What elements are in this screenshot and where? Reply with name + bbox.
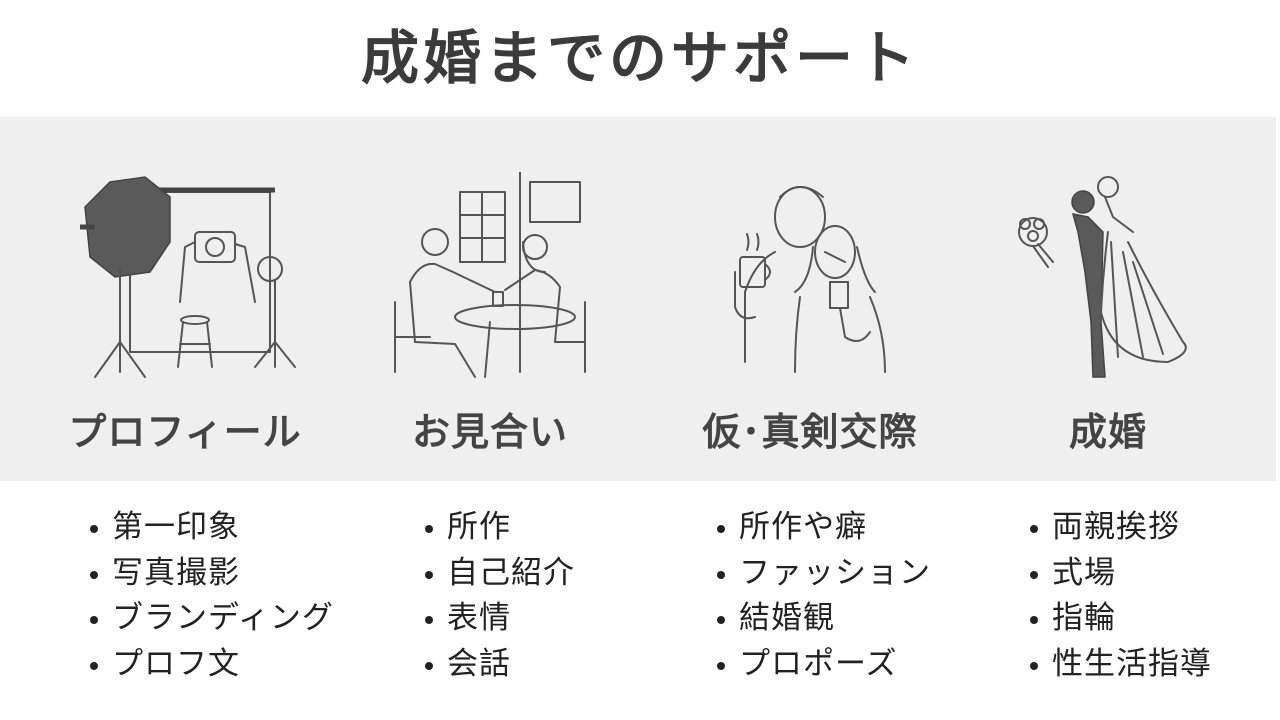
step-omiai: お見合い <box>340 117 640 481</box>
step-label-marriage: 成婚 <box>1068 410 1147 454</box>
step-label-profile: プロフィール <box>68 410 302 454</box>
couple-icon <box>734 186 886 373</box>
list-item: プロフ文 <box>86 642 334 688</box>
list-item: 式場 <box>1026 551 1212 597</box>
list-item: ファッション <box>713 551 931 597</box>
cafe-meeting-icon <box>394 172 586 378</box>
list-item: ブランディング <box>86 596 334 642</box>
step-profile: プロフィール <box>35 117 335 481</box>
list-dating: 所作や癖 ファッション 結婚観 プロポーズ <box>713 505 931 687</box>
list-item: 所作 <box>421 505 575 551</box>
list-marriage: 両親挨拶 式場 指輪 性生活指導 <box>1026 505 1212 687</box>
photo-studio-icon <box>80 176 296 378</box>
list-omiai: 所作 自己紹介 表情 会話 <box>421 505 575 687</box>
list-item: 第一印象 <box>86 505 334 551</box>
list-item: 所作や癖 <box>713 505 931 551</box>
steps-band: プロフィール お <box>0 117 1276 481</box>
list-item: 表情 <box>421 596 575 642</box>
step-marriage: 成婚 <box>958 117 1258 481</box>
list-item: 会話 <box>421 642 575 688</box>
list-profile: 第一印象 写真撮影 ブランディング プロフ文 <box>86 505 334 687</box>
list-item: 指輪 <box>1026 596 1212 642</box>
list-item: プロポーズ <box>713 642 931 688</box>
list-item: 写真撮影 <box>86 551 334 597</box>
list-item: 両親挨拶 <box>1026 505 1212 551</box>
page-title: 成婚までのサポート <box>360 24 919 92</box>
list-item: 結婚観 <box>713 596 931 642</box>
step-dating: 仮･真剣交際 <box>660 117 960 481</box>
step-label-dating: 仮･真剣交際 <box>702 410 918 454</box>
list-item: 自己紹介 <box>421 551 575 597</box>
step-label-omiai: お見合い <box>411 410 568 454</box>
list-item: 性生活指導 <box>1026 642 1212 688</box>
wedding-couple-icon <box>1018 176 1187 378</box>
